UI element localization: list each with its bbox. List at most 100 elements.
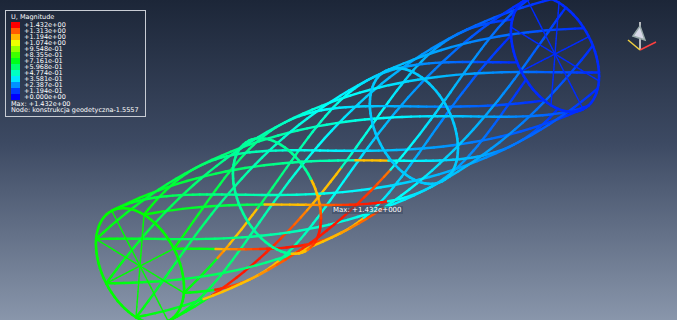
truss-member bbox=[554, 59, 556, 64]
truss-member bbox=[165, 308, 175, 311]
truss-member bbox=[538, 43, 542, 46]
truss-member bbox=[155, 238, 163, 241]
truss-member bbox=[228, 278, 236, 284]
triad-sail bbox=[633, 26, 645, 40]
truss-member bbox=[480, 115, 486, 122]
truss-member bbox=[582, 53, 588, 60]
truss-member bbox=[523, 116, 530, 123]
truss-member bbox=[390, 72, 398, 78]
truss-member bbox=[301, 210, 307, 217]
truss-member bbox=[515, 72, 520, 79]
truss-member bbox=[370, 149, 379, 151]
truss-member bbox=[320, 149, 328, 152]
truss-member bbox=[142, 225, 144, 230]
truss-member bbox=[235, 179, 241, 186]
truss-member bbox=[408, 80, 418, 82]
truss-member bbox=[440, 157, 447, 164]
truss-member bbox=[171, 263, 176, 270]
truss-member bbox=[410, 105, 418, 107]
truss-member bbox=[451, 86, 456, 93]
truss-member bbox=[461, 105, 470, 108]
truss-member bbox=[191, 247, 199, 250]
truss-member bbox=[461, 136, 468, 143]
truss-member bbox=[542, 0, 552, 2]
truss-member bbox=[241, 222, 247, 229]
truss-member bbox=[527, 0, 530, 4]
truss-member bbox=[280, 232, 290, 233]
truss-member bbox=[250, 275, 259, 280]
truss-member bbox=[530, 4, 533, 10]
truss-member bbox=[344, 175, 349, 182]
truss-member bbox=[496, 149, 505, 153]
truss-member bbox=[431, 113, 436, 120]
truss-member bbox=[266, 260, 276, 263]
truss-member bbox=[414, 134, 420, 141]
truss-member bbox=[530, 126, 540, 129]
truss-member bbox=[420, 127, 425, 134]
truss-member bbox=[343, 191, 353, 192]
truss-member bbox=[180, 250, 185, 257]
truss-member bbox=[271, 194, 280, 196]
truss-member bbox=[158, 277, 162, 280]
truss-member bbox=[541, 26, 544, 32]
truss-member bbox=[521, 70, 524, 72]
truss-member bbox=[247, 203, 256, 205]
truss-member bbox=[151, 280, 160, 283]
truss-member bbox=[142, 220, 144, 225]
truss-member bbox=[165, 316, 168, 320]
truss-member bbox=[295, 167, 301, 174]
truss-member bbox=[413, 56, 422, 60]
truss-member bbox=[285, 118, 294, 123]
truss-member bbox=[213, 292, 222, 296]
truss-member bbox=[576, 60, 582, 67]
truss-member bbox=[388, 149, 397, 152]
truss-member bbox=[472, 30, 480, 36]
truss-member bbox=[437, 76, 447, 77]
truss-member bbox=[186, 306, 195, 311]
truss-member bbox=[311, 160, 320, 163]
truss-member bbox=[436, 106, 441, 113]
truss-member bbox=[352, 190, 362, 191]
truss-member bbox=[414, 191, 423, 195]
truss-member bbox=[307, 203, 313, 210]
truss-member bbox=[218, 251, 224, 258]
truss-member bbox=[299, 229, 309, 231]
truss-member bbox=[544, 32, 547, 38]
truss-member bbox=[323, 101, 331, 107]
truss-member bbox=[146, 226, 152, 233]
truss-member bbox=[208, 248, 216, 251]
truss-member bbox=[359, 218, 368, 223]
truss-member bbox=[517, 86, 522, 93]
truss-member bbox=[136, 297, 138, 302]
truss-member bbox=[447, 75, 456, 76]
truss-member bbox=[141, 240, 143, 245]
truss-member bbox=[449, 49, 456, 56]
truss-member bbox=[552, 80, 554, 85]
truss-member bbox=[140, 319, 144, 320]
truss-member bbox=[323, 237, 332, 241]
truss-member bbox=[446, 92, 451, 99]
truss-member bbox=[492, 142, 500, 148]
truss-member bbox=[331, 175, 337, 182]
truss-member bbox=[299, 119, 307, 125]
truss-member bbox=[449, 34, 458, 39]
truss-member bbox=[382, 78, 390, 84]
truss-member bbox=[528, 71, 537, 73]
truss-member bbox=[397, 148, 406, 151]
truss-member bbox=[182, 208, 192, 209]
truss-member bbox=[551, 90, 553, 95]
truss-member bbox=[279, 194, 288, 197]
truss-member bbox=[423, 186, 432, 191]
truss-member bbox=[188, 238, 197, 240]
truss-member bbox=[224, 237, 233, 240]
truss-member bbox=[492, 101, 498, 108]
truss-member bbox=[237, 268, 247, 270]
truss-member bbox=[532, 130, 541, 135]
truss-member bbox=[357, 198, 364, 205]
truss-member bbox=[549, 119, 558, 125]
truss-member bbox=[497, 103, 506, 106]
truss-member bbox=[268, 187, 273, 194]
truss-member bbox=[217, 200, 223, 207]
truss-member bbox=[484, 71, 493, 74]
truss-member bbox=[530, 51, 535, 58]
